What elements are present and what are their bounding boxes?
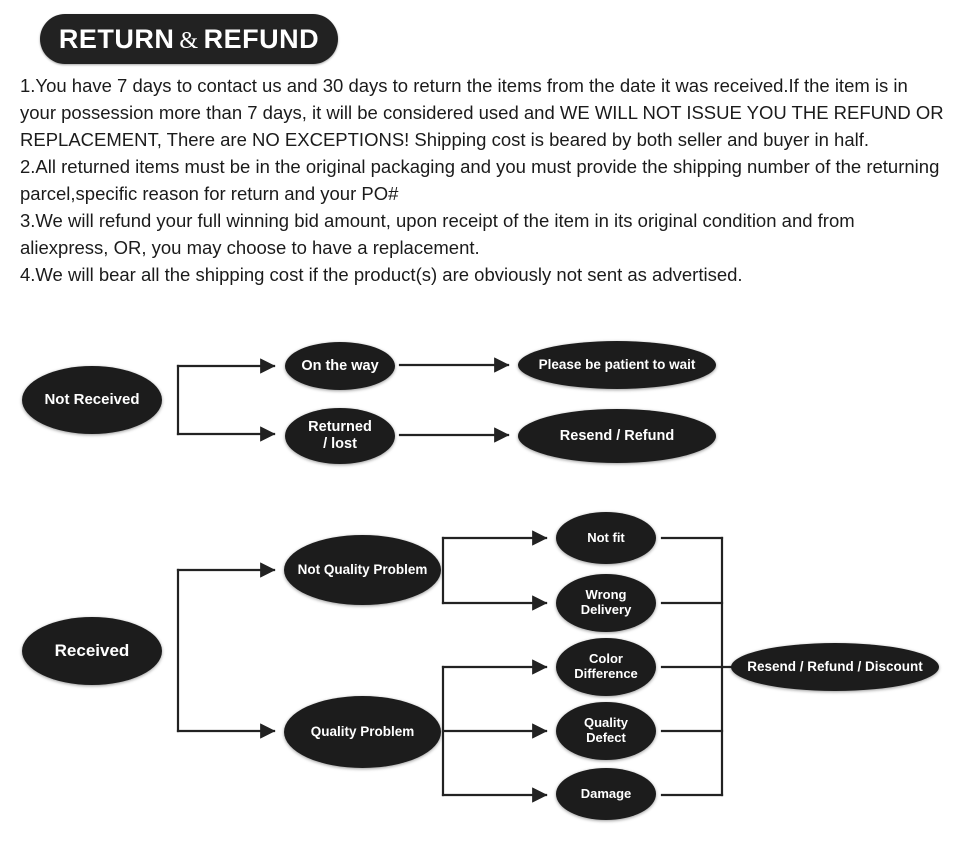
node-color-difference-label: Color Difference xyxy=(574,651,638,681)
node-wrong-delivery-label: Wrong Delivery xyxy=(580,587,632,617)
node-not-fit-label: Not fit xyxy=(587,529,625,545)
policy-item-2: 2.All returned items must be in the orig… xyxy=(20,156,940,204)
node-quality-defect[interactable]: Quality Defect xyxy=(556,702,656,760)
node-not-quality-problem-label: Not Quality Problem xyxy=(297,562,428,578)
page-title-return: RETURN xyxy=(58,23,175,54)
policy-item-3: 3.We will refund your full winning bid a… xyxy=(20,210,855,258)
node-returned-lost[interactable]: Returned / lost xyxy=(285,408,395,464)
node-wrong-delivery[interactable]: Wrong Delivery xyxy=(556,574,656,632)
node-resend-refund-discount[interactable]: Resend / Refund / Discount xyxy=(731,643,939,691)
node-on-the-way-label: On the way xyxy=(301,357,379,374)
node-damage[interactable]: Damage xyxy=(556,768,656,820)
node-quality-problem[interactable]: Quality Problem xyxy=(284,696,441,768)
node-not-received-label: Not Received xyxy=(44,391,140,409)
policy-text-block: 1.You have 7 days to contact us and 30 d… xyxy=(20,72,946,288)
node-received-label: Received xyxy=(54,641,130,661)
node-not-fit[interactable]: Not fit xyxy=(556,512,656,564)
node-quality-defect-label: Quality Defect xyxy=(583,715,629,745)
node-damage-label: Damage xyxy=(580,785,632,801)
node-resend-refund-label: Resend / Refund xyxy=(559,427,675,444)
node-on-the-way[interactable]: On the way xyxy=(285,342,395,390)
policy-item-4: 4.We will bear all the shipping cost if … xyxy=(20,264,743,285)
page-title-badge: RETURN&REFUND xyxy=(40,14,338,64)
node-please-be-patient-to-wait-label: Please be patient to wait xyxy=(538,357,696,373)
node-resend-refund[interactable]: Resend / Refund xyxy=(518,409,716,463)
page-title-refund: REFUND xyxy=(203,23,320,54)
node-not-received[interactable]: Not Received xyxy=(22,366,162,434)
node-received[interactable]: Received xyxy=(22,617,162,685)
page-title-ampersand: & xyxy=(179,27,199,54)
node-color-difference[interactable]: Color Difference xyxy=(556,638,656,696)
node-resend-refund-discount-label: Resend / Refund / Discount xyxy=(747,659,923,675)
policy-item-1: 1.You have 7 days to contact us and 30 d… xyxy=(20,75,944,150)
page-title: RETURN&REFUND xyxy=(59,24,319,55)
node-please-be-patient-to-wait[interactable]: Please be patient to wait xyxy=(518,341,716,389)
node-not-quality-problem[interactable]: Not Quality Problem xyxy=(284,535,441,605)
node-returned-lost-label: Returned / lost xyxy=(308,419,372,452)
node-quality-problem-label: Quality Problem xyxy=(310,724,415,740)
